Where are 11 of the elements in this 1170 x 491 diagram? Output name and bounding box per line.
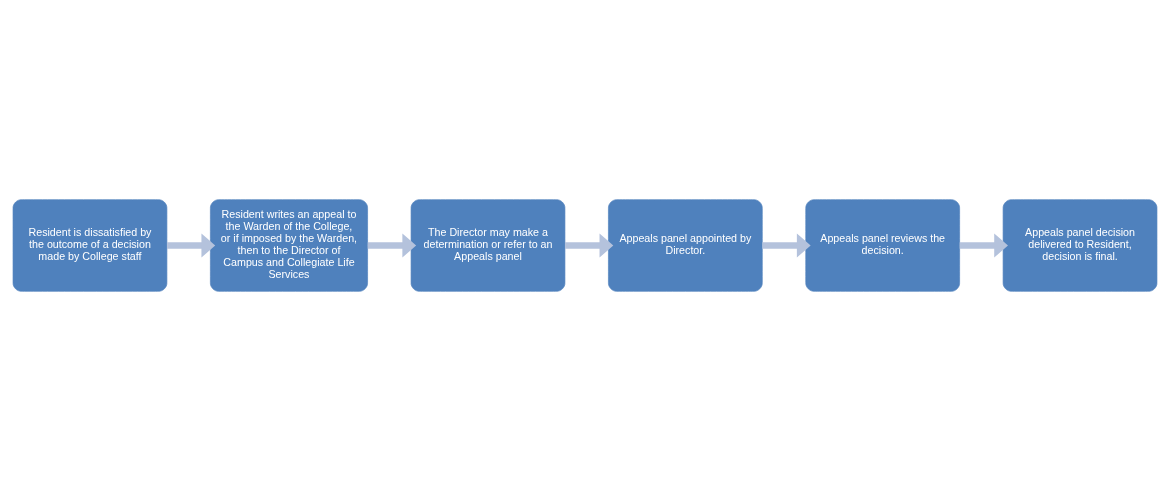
arrow	[367, 233, 417, 258]
node-box: Resident is dissatisfied by the outcome of a decision made by College staff	[12, 199, 168, 292]
arrow	[959, 233, 1008, 258]
node-box: Resident writes an appeal to the Warden of the College, or if imposed by the Warden, then to the Director of Campus and Collegiate Life Services	[210, 199, 368, 292]
arrow	[167, 233, 216, 258]
arrow	[565, 233, 614, 258]
node-box: Appeals panel decision delivered to Resident, decision is final.	[1002, 199, 1158, 292]
node-box: Appeals panel appointed by Director.	[608, 199, 763, 292]
node-box: The Director may make a determination or refer to an Appeals panel	[410, 199, 566, 292]
arrow	[762, 233, 811, 258]
node-box: Appeals panel reviews the decision.	[805, 199, 960, 292]
